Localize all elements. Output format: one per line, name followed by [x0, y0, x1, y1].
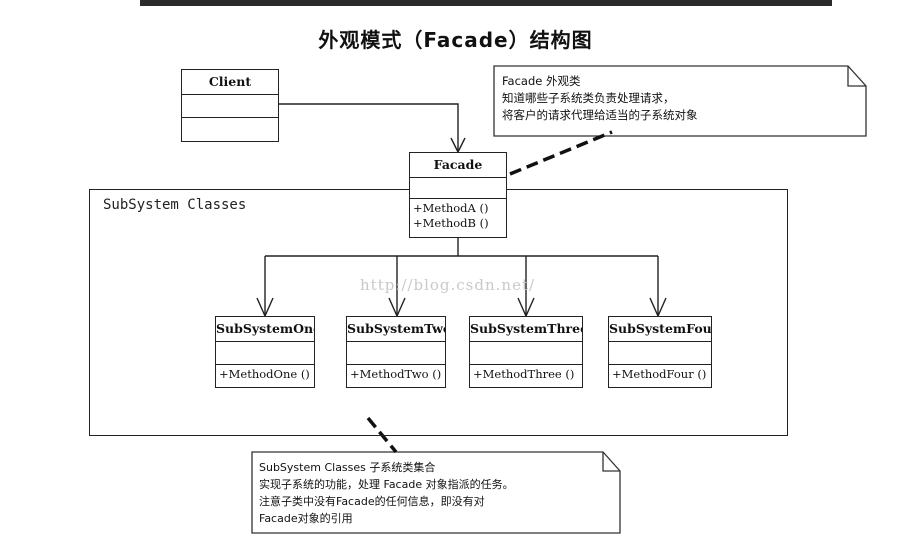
subsystem-four-attributes: [609, 342, 711, 365]
facade-note-anchor: [509, 130, 613, 176]
top-dark-bar: [140, 0, 832, 6]
subsystem-note: SubSystem Classes 子系统类集合 实现子系统的功能，处理 Fac…: [259, 459, 514, 527]
client-to-facade-line: [279, 103, 459, 152]
facade-note-shape: [493, 65, 867, 137]
subsystem-two-class: SubSystemTwo +MethodTwo (): [346, 316, 446, 388]
subsystem-four-name: SubSystemFour: [609, 317, 711, 342]
subsystem-package-label: SubSystem Classes: [103, 197, 247, 213]
facade-note: Facade 外观类 知道哪些子系统类负责处理请求， 将客户的请求代理给适当的子…: [502, 73, 698, 124]
facade-note-line-3: 将客户的请求代理给适当的子系统对象: [502, 108, 698, 122]
subsystem-note-fold: [602, 452, 620, 472]
subsystem-one-attributes: [216, 342, 314, 365]
facade-method-b: +MethodB (): [413, 216, 489, 230]
diagram-title: 外观模式（Facade）结构图: [318, 28, 593, 52]
facade-class: Facade +MethodA () +MethodB (): [409, 152, 507, 238]
subsystem-one-operation: +MethodOne (): [219, 367, 310, 381]
facade-method-a: +MethodA (): [413, 201, 489, 215]
subsystem-three-class: SubSystemThree +MethodThree (): [469, 316, 583, 388]
subsystem-note-line-1: SubSystem Classes 子系统类集合: [259, 461, 436, 474]
subsystem-three-operation: +MethodThree (): [473, 367, 575, 381]
subsystem-two-name: SubSystemTwo: [347, 317, 445, 342]
subsystem-one-name: SubSystemOne: [216, 317, 314, 342]
subsystem-note-shape: [251, 451, 621, 534]
subsystem-one-class: SubSystemOne +MethodOne (): [215, 316, 315, 388]
watermark-url: http://blog.csdn.net/: [360, 276, 536, 294]
subsystem-two-attributes: [347, 342, 445, 365]
facade-class-name: Facade: [410, 153, 506, 178]
client-class: Client: [181, 69, 279, 142]
subsystem-four-class: SubSystemFour +MethodFour (): [608, 316, 712, 388]
subsystem-four-operation: +MethodFour (): [612, 367, 707, 381]
facade-attributes: [410, 178, 506, 199]
facade-note-fold: [847, 66, 866, 87]
facade-operations: +MethodA () +MethodB (): [410, 199, 506, 233]
facade-note-line-1: Facade 外观类: [502, 74, 581, 88]
subsystem-note-line-3: 注意子类中没有Facade的任何信息，即没有对: [259, 495, 485, 508]
subsystem-three-attributes: [470, 342, 582, 365]
subsystem-note-line-2: 实现子系统的功能，处理 Facade 对象指派的任务。: [259, 478, 514, 491]
facade-note-line-2: 知道哪些子系统类负责处理请求，: [502, 91, 675, 105]
subsystem-three-name: SubSystemThree: [470, 317, 582, 342]
client-class-name: Client: [182, 70, 278, 95]
subsystem-note-line-4: Facade对象的引用: [259, 512, 353, 525]
client-attributes: [182, 95, 278, 118]
subsystem-two-operation: +MethodTwo (): [350, 367, 442, 381]
